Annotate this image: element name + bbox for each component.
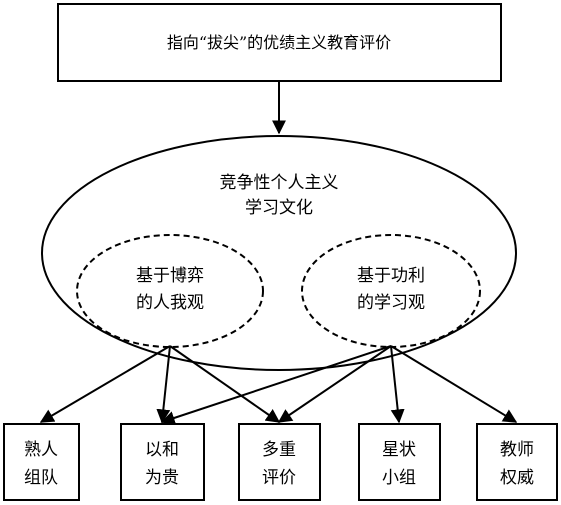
bottom-box-3-line2: 评价 <box>262 468 296 488</box>
bottom-box-3: 多重 评价 <box>238 423 321 501</box>
bottom-box-1: 熟人 组队 <box>3 423 80 501</box>
bottom-box-2: 以和 为贵 <box>120 423 205 501</box>
top-box-label: 指向“拔尖”的优绩主义教育评价 <box>167 33 391 52</box>
bottom-box-4-line2: 小组 <box>382 468 416 488</box>
left-view-line1: 基于博弈 <box>136 266 204 286</box>
left-view-circle: 基于博弈 的人我观 <box>76 234 264 348</box>
arrow-left-to-box2 <box>156 345 171 424</box>
bottom-box-1-line2: 组队 <box>24 468 58 488</box>
arrow-left-to-box3 <box>169 345 281 423</box>
culture-ellipse: 竞争性个人主义 学习文化 <box>41 135 517 371</box>
bottom-box-2-line1: 以和 <box>145 440 179 460</box>
bottom-box-4-line1: 星状 <box>382 440 416 460</box>
right-view-line2: 的学习观 <box>357 293 425 313</box>
arrow-right-to-box2 <box>160 345 392 425</box>
right-view-line1: 基于功利 <box>357 266 425 286</box>
bottom-box-2-line2: 为贵 <box>145 468 179 488</box>
bottom-box-4: 星状 小组 <box>358 423 441 501</box>
bottom-box-3-line1: 多重 <box>262 440 296 460</box>
left-view-line2: 的人我观 <box>136 293 204 313</box>
culture-label-line2: 学习文化 <box>245 198 313 218</box>
bottom-box-1-line1: 熟人 <box>24 439 58 460</box>
arrow-left-to-box1 <box>39 345 171 423</box>
right-view-circle: 基于功利 的学习观 <box>301 234 481 348</box>
culture-label-line1: 竞争性个人主义 <box>220 173 339 193</box>
top-box: 指向“拔尖”的优绩主义教育评价 <box>57 3 502 82</box>
arrow-right-to-box4 <box>390 345 405 424</box>
arrow-right-to-box3 <box>277 345 392 423</box>
bottom-box-5: 教师 权威 <box>476 423 558 501</box>
bottom-box-5-line2: 权威 <box>500 468 534 488</box>
arrow-right-to-box5 <box>390 345 518 423</box>
bottom-box-5-line1: 教师 <box>500 440 534 460</box>
